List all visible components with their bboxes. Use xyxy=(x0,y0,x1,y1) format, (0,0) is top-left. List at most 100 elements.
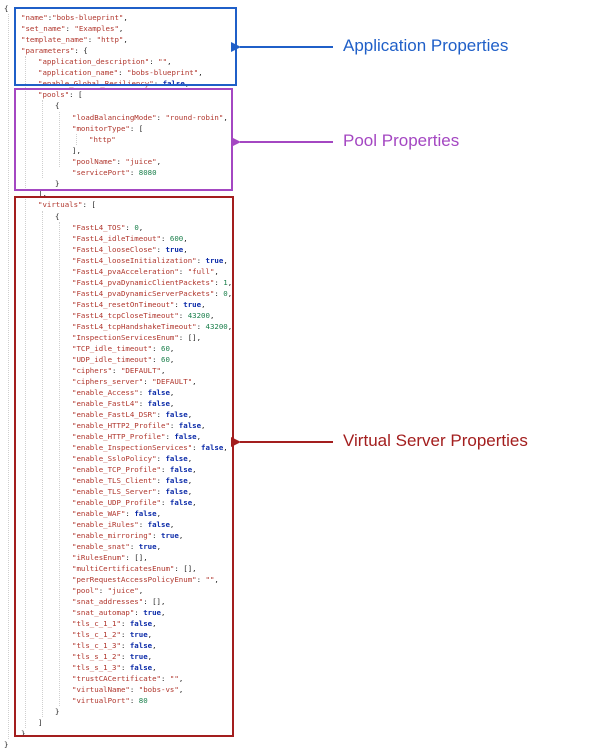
code-line: } xyxy=(55,178,59,189)
code-line: "tls_s_1_3": false, xyxy=(72,662,157,673)
code-token: false xyxy=(169,465,193,474)
code-line: "FastL4_looseInitialization": true, xyxy=(72,255,228,266)
code-token: , xyxy=(187,410,193,419)
code-token: "enable_SsloPolicy" xyxy=(72,454,157,463)
code-token: , xyxy=(198,68,203,77)
code-token: : xyxy=(196,256,206,265)
code-token: , xyxy=(183,245,188,254)
code-line: "tls_c_1_1": false, xyxy=(72,618,157,629)
code-token: , xyxy=(156,542,162,551)
code-line: "enable_FastL4": false, xyxy=(72,398,174,409)
code-token: , xyxy=(192,377,197,386)
code-token: "poolName" xyxy=(72,157,117,166)
code-token: , xyxy=(138,223,144,232)
code-token: "virtuals" xyxy=(38,200,83,209)
code-token: "monitorType" xyxy=(72,124,130,133)
code-token: : xyxy=(161,674,170,683)
code-token: , xyxy=(178,674,184,683)
code-token: : xyxy=(120,630,130,639)
code-token: : xyxy=(138,388,148,397)
code-token: : xyxy=(178,311,188,320)
code-line: "enable_HTTP_Profile": false, xyxy=(72,431,201,442)
code-token: "pools" xyxy=(38,90,70,99)
json-code-listing: {"name":"bobs-blueprint","set_name": "Ex… xyxy=(0,0,240,749)
code-token: : [ xyxy=(69,90,83,99)
code-token: false xyxy=(165,476,188,485)
code-token: , xyxy=(169,344,175,353)
code-token: : xyxy=(152,531,161,540)
code-token: false xyxy=(165,487,188,496)
code-token: : xyxy=(98,586,108,595)
code-line: "iRulesEnum": [], xyxy=(72,552,148,563)
code-token: , xyxy=(123,13,128,22)
code-token: , xyxy=(192,465,197,474)
code-token: : xyxy=(149,57,159,66)
code-token: "http" xyxy=(89,135,116,144)
code-token: : xyxy=(116,157,126,166)
code-line: "tls_c_1_3": false, xyxy=(72,640,157,651)
code-token: "FastL4_pvaAcceleration" xyxy=(72,267,179,276)
code-token: : xyxy=(138,520,148,529)
code-line: "ciphers": "DEFAULT", xyxy=(72,365,165,376)
code-token: 8080 xyxy=(138,168,157,177)
code-token: : xyxy=(192,443,202,452)
code-token: : xyxy=(125,223,135,232)
code-token: : xyxy=(178,267,188,276)
code-token: , xyxy=(156,509,162,518)
code-token: "bobs-vs" xyxy=(138,685,179,694)
code-token: "FastL4_resetOnTimeout" xyxy=(72,300,175,309)
code-token: "FastL4_looseInitialization" xyxy=(72,256,197,265)
code-token: "enable_InspectionServices" xyxy=(72,443,193,452)
code-token: "enable_UDP_Profile" xyxy=(72,498,161,507)
code-token: : xyxy=(161,234,170,243)
code-token: "enable_FastL4_DSR" xyxy=(72,410,157,419)
code-token: "ciphers" xyxy=(72,366,113,375)
code-token: true xyxy=(129,630,148,639)
code-token: : xyxy=(156,410,166,419)
code-token: "iRulesEnum" xyxy=(72,553,126,562)
code-line: "enable_TLS_Server": false, xyxy=(72,486,192,497)
code-line: { xyxy=(4,3,8,14)
code-line: ], xyxy=(38,188,47,199)
code-token: "loadBalancingMode" xyxy=(72,113,157,122)
code-token: : xyxy=(120,663,130,672)
code-token: , xyxy=(167,57,172,66)
code-line: "enable_UDP_Profile": false, xyxy=(72,497,197,508)
code-token: , xyxy=(209,311,215,320)
code-line: "enable_snat": true, xyxy=(72,541,161,552)
code-token: : xyxy=(165,432,175,441)
code-token: false xyxy=(162,79,185,88)
code-token: : xyxy=(161,465,170,474)
code-token: : xyxy=(112,366,121,375)
code-token: : xyxy=(125,509,135,518)
code-token: , xyxy=(169,520,175,529)
code-token: "tls_c_1_2" xyxy=(72,630,121,639)
code-token: "FastL4_TOS" xyxy=(72,223,126,232)
code-token: "juice" xyxy=(107,586,139,595)
code-token: "Examples" xyxy=(74,24,119,33)
code-token: true xyxy=(165,245,184,254)
code-token: : xyxy=(65,24,75,33)
code-token: false xyxy=(147,388,170,397)
code-token: , xyxy=(178,685,184,694)
code-token: : xyxy=(120,652,130,661)
code-token: , xyxy=(178,531,184,540)
code-token: "FastL4_tcpCloseTimeout" xyxy=(72,311,179,320)
code-line: "enable_mirroring": true, xyxy=(72,530,183,541)
code-line: } xyxy=(21,728,25,739)
code-line: "FastL4_tcpCloseTimeout": 43200, xyxy=(72,310,214,321)
code-token: "snat_automap" xyxy=(72,608,135,617)
code-line: "enable_InspectionServices": false, xyxy=(72,442,228,453)
indent-guide xyxy=(25,199,26,728)
code-token: { xyxy=(4,4,9,13)
code-token: false xyxy=(134,509,157,518)
code-token: : xyxy=(129,696,139,705)
code-token: "ciphers_server" xyxy=(72,377,144,386)
code-token: true xyxy=(138,542,157,551)
code-token: "template_name" xyxy=(21,35,88,44)
code-token: , xyxy=(201,300,206,309)
code-token: } xyxy=(55,179,60,188)
code-line: "servicePort": 8080 xyxy=(72,167,157,178)
code-token: "FastL4_pvaDynamicServerPackets" xyxy=(72,289,215,298)
